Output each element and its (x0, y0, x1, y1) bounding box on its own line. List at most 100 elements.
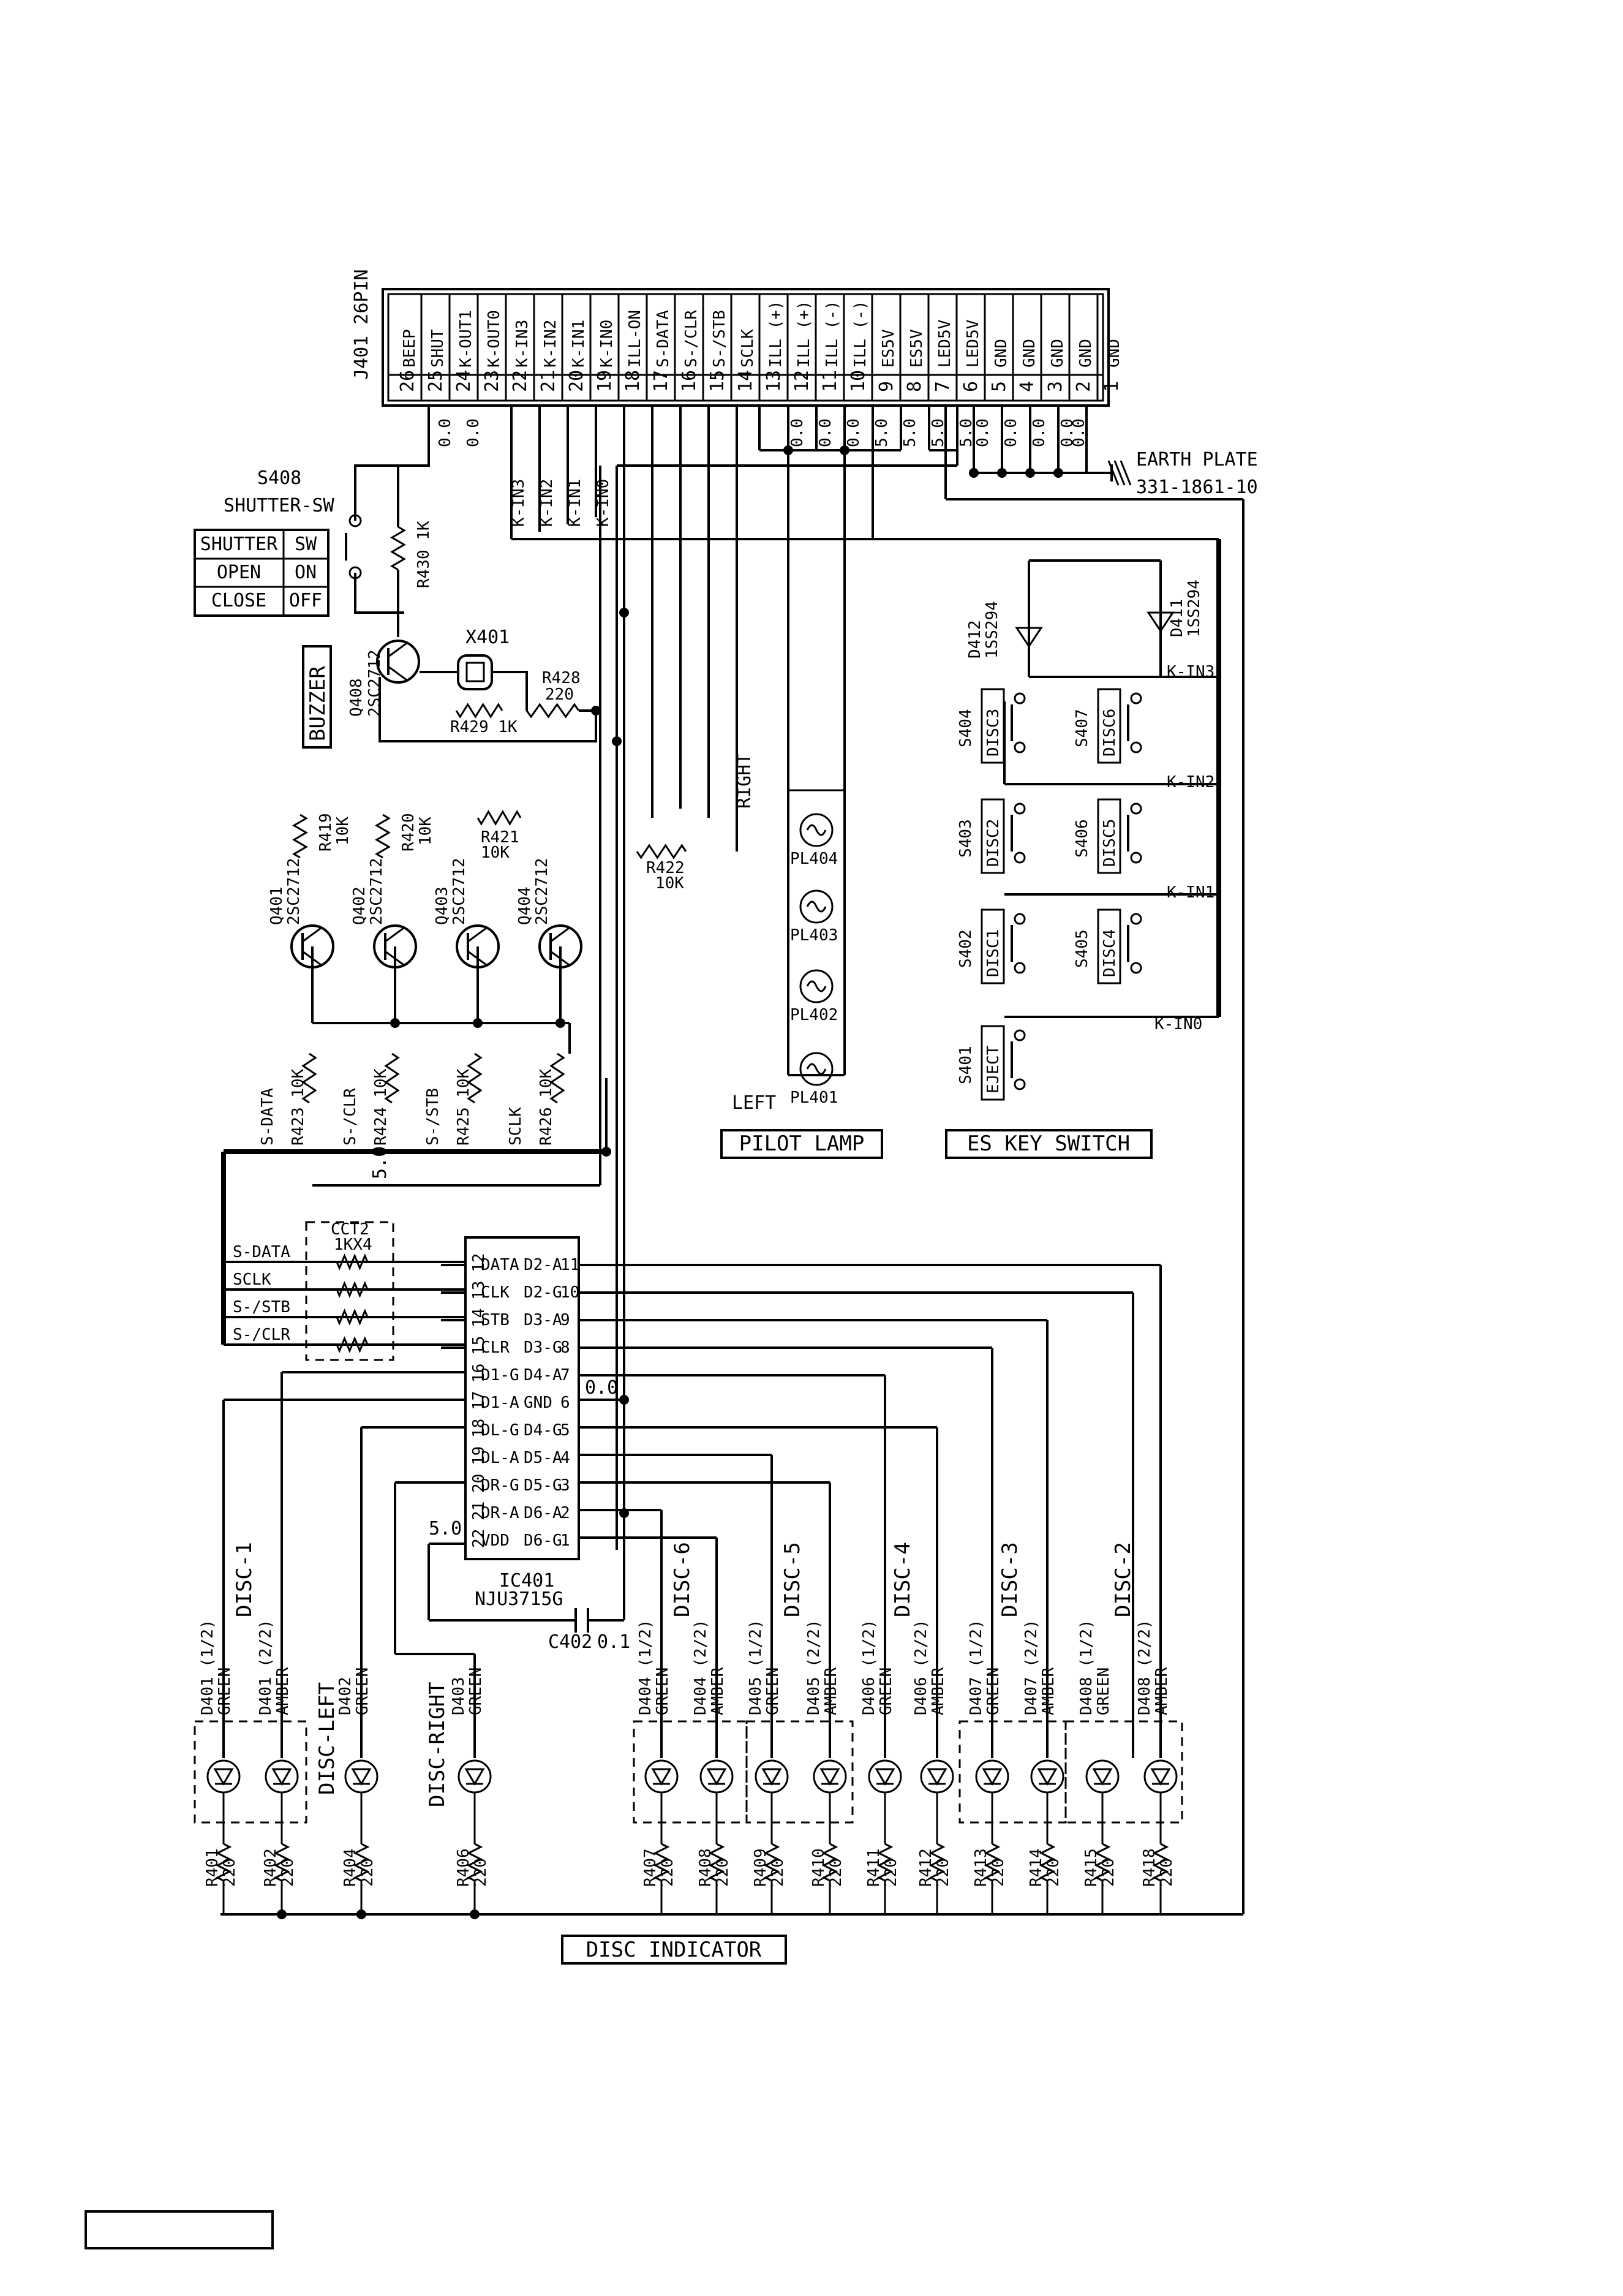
led-ref: D408 (1/2) (1077, 1619, 1096, 1715)
cct2-res (336, 1308, 369, 1326)
shutter-name: SHUTTER-SW (224, 495, 335, 516)
cap-ref: C402 (548, 1631, 592, 1653)
ic-ref: IC401 (499, 1570, 554, 1592)
buzzer-wire (378, 677, 597, 742)
cct2-res (336, 1281, 369, 1298)
pullup-res (384, 1052, 400, 1104)
res-val: 220 (279, 1858, 297, 1887)
ic-pin-name: VDD (481, 1531, 510, 1550)
knet-side: K-IN0 (1154, 1015, 1202, 1033)
cct2-ref: CCT2 (331, 1220, 369, 1239)
lamp-ref: PL401 (790, 1089, 838, 1107)
ic-pin-name: D1-A (481, 1394, 519, 1412)
voltage-label: 0.0 (1002, 418, 1020, 447)
driver-Q401-collector (302, 927, 322, 943)
voltage-label: 0.0 (788, 418, 807, 447)
voltage-label: 5.0 (901, 418, 919, 447)
cap-val: 0.1 (597, 1631, 630, 1653)
r430-label: R430 1K (415, 521, 433, 588)
disc-group-label: DISC-2 (1111, 1542, 1135, 1617)
connector-body (382, 288, 1110, 407)
led-D405 (2/2)-diode (819, 1768, 840, 1786)
driver-Q402-emitter (385, 950, 404, 966)
res-ref: R406 (454, 1848, 473, 1887)
pin-number: 4 (1017, 381, 1038, 392)
ic-pin-name: D2-G (524, 1283, 562, 1302)
led-D401 (2/2) (265, 1759, 299, 1794)
led-color: AMBER (822, 1667, 840, 1715)
cct2-val: 1KX4 (334, 1236, 372, 1254)
driver-part: 2SC2712 (367, 858, 386, 925)
switch-contact (1130, 913, 1142, 925)
driver-ref: Q401 (268, 886, 286, 925)
pullup-res (549, 1052, 565, 1104)
r428-ref: R428 (542, 669, 581, 687)
dynamic-layer: 26BEEP25SHUT24K-OUT123K-OUT022K-IN321K-I… (194, 269, 1258, 1965)
bottom-res (273, 1843, 290, 1882)
led-color: GREEN (216, 1667, 234, 1715)
ic-pin-number: 12 (470, 1253, 488, 1272)
pin-name: SCLK (739, 329, 757, 368)
led-D407 (2/2)-diode (1037, 1768, 1058, 1786)
driver-ref: Q403 (433, 886, 451, 925)
ic-pin-number: 19 (470, 1446, 488, 1465)
res-ref: R415 (1082, 1848, 1101, 1887)
pin-number: 26 (397, 370, 418, 392)
driver-res-val: 10K (655, 874, 684, 893)
switch-DISC6-box (1097, 688, 1121, 764)
driver-Q401 (290, 924, 334, 969)
led-D401 (1/2) (206, 1759, 241, 1794)
knet-side: K-IN1 (1167, 883, 1214, 902)
pin-number: 3 (1045, 381, 1066, 392)
driver-res-val: 10K (481, 844, 510, 862)
switch-name: DISC3 (984, 709, 1003, 757)
res-ref: R409 (751, 1848, 770, 1887)
ic-pin-number: 16 (470, 1364, 488, 1383)
ic-pin-name: D5-A (524, 1449, 562, 1467)
ic-pin-name: D1-G (481, 1366, 519, 1384)
led-D408 (1/2) (1085, 1759, 1120, 1794)
led-D405 (1/2) (755, 1759, 789, 1794)
connector-ref: J401 26PIN (351, 269, 372, 380)
led-D403-diode (464, 1768, 485, 1786)
pin-name: GND (992, 339, 1011, 368)
led-color: GREEN (1094, 1667, 1113, 1715)
shutter-wire (354, 406, 430, 521)
pin-name: K-IN1 (570, 320, 588, 368)
bottom-res (1152, 1843, 1169, 1882)
bottom-res (353, 1843, 370, 1882)
bottom-res (466, 1843, 483, 1882)
ic-pin-number: 21 (470, 1501, 488, 1520)
pin-number: 5 (988, 381, 1010, 392)
driver-part: 2SC2712 (533, 858, 551, 925)
pin-number: 8 (904, 381, 925, 392)
driver-res-val: 10K (416, 817, 435, 845)
knet-side: K-IN2 (1167, 773, 1214, 791)
pin-name: LED5V (936, 320, 954, 368)
pin-number: 9 (876, 381, 897, 392)
diode-ref: D412 (966, 620, 984, 659)
buzzer-box (302, 645, 332, 749)
lamp-right-label: RIGHT (734, 753, 755, 809)
ic-pin-name: DATA (481, 1256, 519, 1274)
led-color: AMBER (1153, 1667, 1171, 1715)
voltage-label: 0.0 (436, 418, 454, 447)
r428 (525, 703, 580, 719)
switch-contact (1014, 692, 1026, 704)
ic-pin-name: DL-A (481, 1449, 519, 1467)
driver-Q403-collector (467, 927, 487, 943)
x401-ref: X401 (465, 627, 510, 648)
pin-name: K-IN2 (541, 320, 560, 368)
bottom-res (1094, 1843, 1111, 1882)
led-D407 (1/2) (975, 1759, 1009, 1794)
led-D404 (1/2)-diode (651, 1768, 672, 1786)
pin-number: 23 (481, 370, 503, 392)
voltage-label: 0.0 (1058, 418, 1077, 447)
ic-pin-name: DL-G (481, 1421, 519, 1440)
res-ref: R408 (696, 1848, 715, 1887)
pin-number: 13 (763, 370, 785, 392)
switch-contact (1014, 1029, 1026, 1041)
led-D402-diode (351, 1768, 372, 1786)
disc-group-label: DISC-1 (232, 1542, 257, 1617)
ic-pin-number: 1 (560, 1531, 570, 1550)
